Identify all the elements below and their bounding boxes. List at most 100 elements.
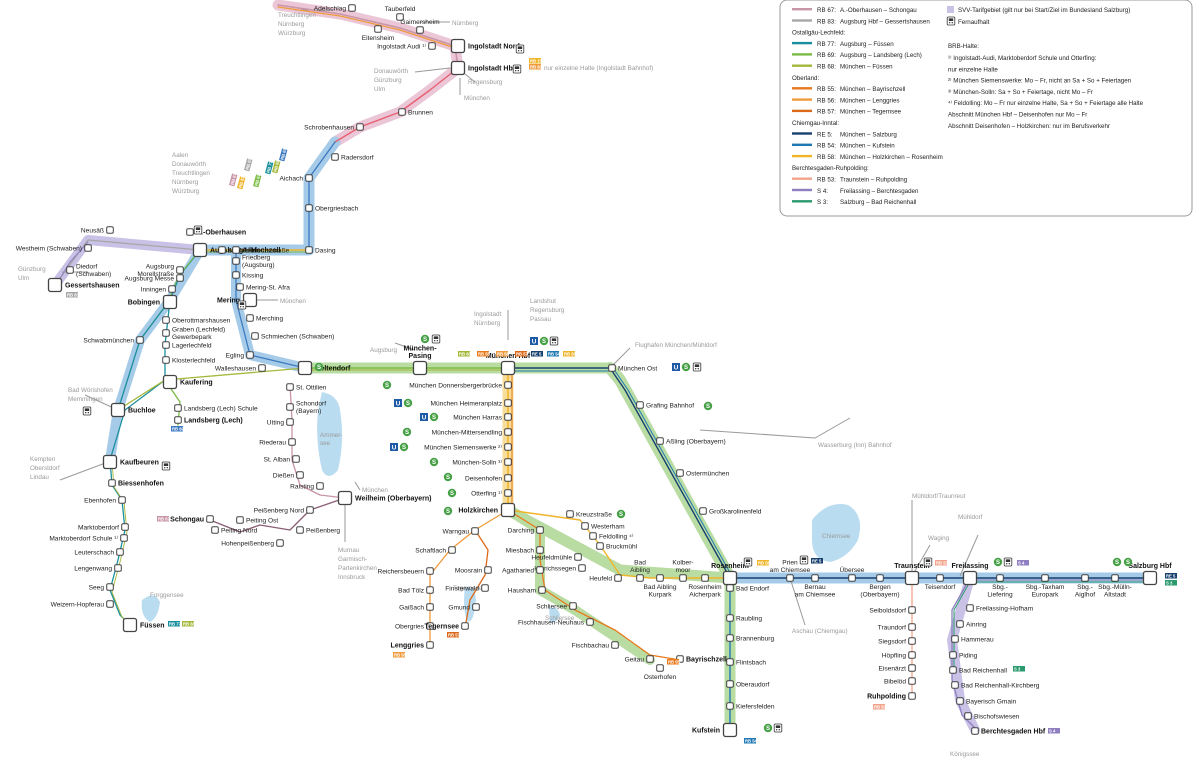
station-label: Schwabmünchen: [83, 337, 134, 344]
station-salzburghbf: Salzburg Hbf: [1128, 563, 1172, 586]
station-label: Heufeld: [589, 575, 612, 582]
station-rosenheim: Rosenheim: [711, 563, 749, 586]
station-leuterschach: Leuterschach: [74, 548, 124, 556]
station-label: Geitau: [625, 656, 645, 663]
station-label: Bad Endorf: [736, 585, 769, 592]
station-label: Lengenwang: [74, 565, 112, 572]
station-label: München Donnersbergerbrücke: [409, 382, 502, 389]
station-marker: [471, 527, 479, 535]
station-bruckmuehl: Bruckmühl: [596, 542, 638, 550]
svg-text:RB 54:: RB 54:: [817, 143, 836, 150]
station-marker: [956, 620, 964, 628]
station-label: Neusäß: [81, 227, 104, 234]
station-reichersbeuern: Reichersbeuern: [377, 567, 434, 575]
station-marker: [951, 681, 959, 689]
station-peissenberg: Peißenberg: [296, 526, 340, 534]
station-label: Hammerau: [961, 636, 994, 643]
station-label: Graben (Lechfeld)Gewerbepark: [172, 327, 225, 342]
station-label: Dasing: [315, 247, 336, 254]
station-harras: München Harras: [453, 413, 512, 421]
station-label: Westerham: [591, 523, 625, 530]
station-heufeldmuehle: Heufeldmühle: [531, 553, 582, 561]
station-badendorf: Bad Endorf: [726, 584, 769, 592]
station-marker: [586, 618, 594, 626]
station-fuessen: Füssen: [122, 617, 165, 633]
station-bergen: Bergen(Oberbayern): [860, 574, 900, 599]
station-marker: [305, 174, 313, 182]
station-mittersendling: München-Mittersendling: [432, 428, 512, 436]
u-bahn-icon: [390, 443, 398, 452]
station-marker: [232, 257, 240, 265]
station-label: Bruckmühl: [606, 543, 638, 550]
station-label: Kiefersfelden: [736, 703, 775, 710]
station-badtoelz: Bad Tölz: [398, 586, 434, 594]
station-uebersee: Übersee: [840, 566, 865, 582]
station-label: Hinrichssegen: [534, 565, 576, 572]
svg-text:RB 67:: RB 67:: [817, 7, 836, 14]
station-lenggries: Lenggries: [391, 641, 434, 649]
svg-text:RB 68:: RB 68:: [817, 64, 836, 71]
station-ainring: Ainring: [956, 620, 987, 628]
station-hub-marker: [47, 277, 63, 293]
line-badge: RB 77: [266, 160, 274, 173]
station-label: Darching: [508, 527, 535, 534]
station-marker: [596, 542, 604, 550]
station-deisenhofen: Deisenhofen: [465, 474, 512, 482]
station-label: München Ost: [618, 365, 657, 372]
station-label: Kufstein: [692, 727, 720, 734]
svg-text:Salzburg – Bad Reichenhall: Salzburg – Bad Reichenhall: [840, 199, 916, 206]
station-label: A.-Oberhausen: [196, 229, 246, 236]
station-kissing: Kissing: [232, 271, 264, 279]
station-label: Oberottmarshausen: [172, 317, 231, 324]
fernverkehr-icon: [193, 225, 203, 235]
station-hub-marker: [297, 360, 313, 376]
legend-line-entry: RB 54:München – Kufstein: [792, 143, 895, 150]
station-label: Tauberfeld: [385, 6, 416, 13]
station-marker: [608, 364, 616, 372]
legend-heading: Chiemgau-Inntal:: [792, 120, 839, 127]
station-marker: [426, 603, 434, 611]
station-marker: [162, 341, 170, 349]
legend-notes-heading: BRB-Halte:: [948, 43, 979, 50]
station-inningen: Inningen: [141, 285, 176, 293]
station-label: Salzburg Hbf: [1128, 563, 1172, 570]
station-marker: [726, 658, 734, 666]
station-riederau: Riederau: [259, 438, 296, 446]
station-marker: [956, 697, 964, 705]
fernverkehr-icon: [692, 362, 702, 372]
station-geltendorf: Geltendorf: [297, 360, 351, 376]
station-label: Gmund: [448, 604, 470, 611]
line-badge: RB 54: [745, 738, 758, 743]
station-hub-marker: [722, 570, 738, 586]
ingolstadt-note: nur einzelne Halte (Ingolstadt Bahnhof): [544, 65, 653, 72]
station-marker: [848, 574, 856, 582]
station-marker: [374, 25, 382, 33]
station-raisting: Raisting: [290, 482, 324, 490]
line-badge: RB 69: [172, 426, 185, 431]
line-badge: RB 15: [530, 58, 543, 63]
station-buchloe: Buchloe: [110, 402, 156, 418]
station-marker: [701, 574, 709, 582]
station-label: Siegsdorf: [878, 638, 906, 645]
station-label: Gaimersheim: [400, 19, 440, 26]
dest-label: Chiemsee: [822, 533, 851, 540]
legend-line-entry: S 4:Freilassing – Berchtesgaden: [792, 188, 919, 195]
station-label: Gessertshausen: [65, 282, 119, 289]
station-label: Raisting: [290, 483, 314, 490]
station-label: Friedberg(Augsburg): [242, 255, 275, 270]
station-marker: [726, 680, 734, 688]
station-label: Ainring: [966, 621, 987, 628]
station-label: München Harras: [453, 414, 502, 421]
station-label: Eitensheim: [362, 35, 395, 42]
station-marker: [461, 622, 469, 630]
station-label: München-Solln ³⁾: [452, 458, 502, 466]
station-label: Ingolstadt Nord: [468, 43, 520, 50]
station-label: Bayerisch Gmain: [966, 698, 1017, 705]
station-marker: [536, 526, 544, 534]
station-badreichenhall: Bad Reichenhall: [949, 666, 1008, 674]
